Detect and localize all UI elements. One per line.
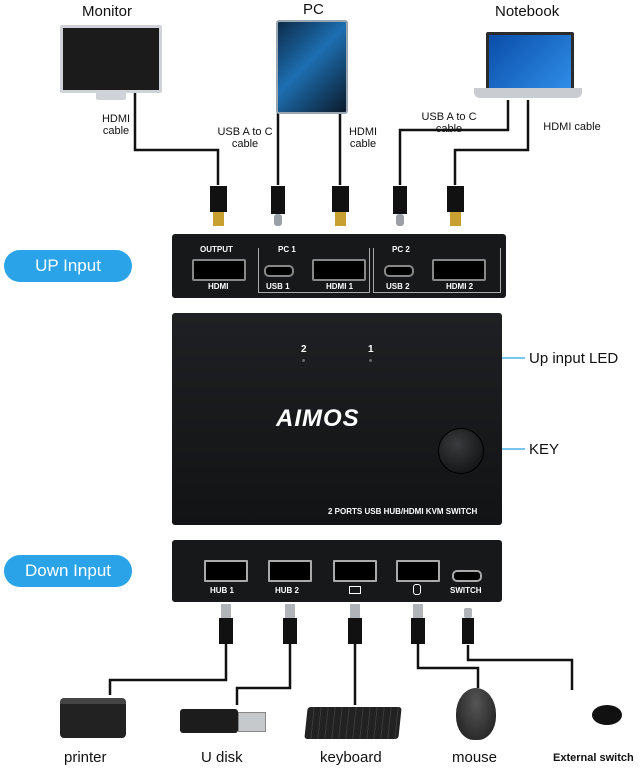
led-2-indicator: [302, 359, 305, 362]
notebook-screen-icon: [486, 32, 574, 92]
usb1-port: [264, 265, 294, 277]
down-input-pill: Down Input: [4, 555, 132, 587]
hub2-label: HUB 2: [275, 586, 300, 595]
brand-logo: AIMOS: [276, 405, 360, 432]
pc2-label: PC 2: [392, 245, 410, 254]
hub1-port: [204, 560, 248, 582]
mouse-port-icon: [413, 584, 421, 595]
monitor-hdmi-label: HDMI cable: [101, 113, 131, 137]
udisk-label: U disk: [201, 749, 243, 766]
hdmi2-port: [432, 259, 486, 281]
mouse-icon: [456, 688, 496, 740]
led-1-indicator: [369, 359, 372, 362]
notebook-label: Notebook: [495, 3, 560, 20]
led-1-label: 1: [368, 344, 374, 355]
keyboard-port-icon: [349, 586, 361, 594]
key-button[interactable]: [438, 428, 484, 474]
notebook-hdmi-label: HDMI cable: [543, 121, 601, 133]
pc-tower-icon: [276, 20, 348, 114]
up-input-pill: UP Input: [4, 250, 132, 282]
external-switch-icon: [592, 705, 622, 725]
output-hdmi-label: HDMI: [208, 282, 229, 291]
hdmi2-label: HDMI 2: [446, 282, 474, 291]
monitor-stand-icon: [96, 90, 126, 100]
usb-drive-plug-icon: [238, 712, 266, 732]
key-label: KEY: [529, 441, 560, 458]
switch-label: SWITCH: [450, 586, 482, 595]
pc2-group-outline: [373, 248, 501, 293]
usb2-port: [384, 265, 414, 277]
up-input-panel: OUTPUT PC 1 PC 2 HDMI USB 1 HDMI 1 USB 2…: [172, 234, 506, 298]
printer-label: printer: [64, 749, 107, 766]
pc-label: PC: [303, 1, 324, 18]
up-input-led-label: Up input LED: [529, 350, 619, 367]
printer-icon: [60, 698, 126, 738]
pc-hdmi-label: HDMI cable: [348, 126, 378, 150]
keyboard-icon: [304, 707, 402, 739]
hdmi1-port: [312, 259, 366, 281]
switch-port: [452, 570, 482, 582]
hdmi1-label: HDMI 1: [326, 282, 354, 291]
pc-usb-label: USB A to C cable: [217, 126, 273, 150]
kvm-switch-front: 2 1 AIMOS 2 PORTS USB HUB/HDMI KVM SWITC…: [172, 313, 502, 525]
pc1-label: PC 1: [278, 245, 296, 254]
usb1-label: USB 1: [266, 282, 290, 291]
notebook-usb-label: USB A to C cable: [421, 111, 477, 135]
hub2-port: [268, 560, 312, 582]
pc1-group-outline: [258, 248, 370, 293]
model-label: 2 PORTS USB HUB/HDMI KVM SWITCH: [328, 507, 478, 516]
hub1-label: HUB 1: [210, 586, 235, 595]
usb-drive-icon: [180, 709, 238, 733]
external-switch-label: External switch: [553, 752, 634, 764]
mouse-label: mouse: [452, 749, 498, 766]
led-2-label: 2: [301, 344, 307, 355]
down-input-panel: HUB 1 HUB 2 SWITCH: [172, 540, 502, 602]
output-hdmi-port: [192, 259, 246, 281]
mouse-port: [396, 560, 440, 582]
notebook-base-icon: [474, 88, 582, 98]
keyboard-label: keyboard: [320, 749, 382, 766]
monitor-label: Monitor: [82, 3, 133, 20]
output-label: OUTPUT: [200, 245, 233, 254]
usb2-label: USB 2: [386, 282, 410, 291]
keyboard-port: [333, 560, 377, 582]
monitor-icon: [60, 25, 162, 93]
